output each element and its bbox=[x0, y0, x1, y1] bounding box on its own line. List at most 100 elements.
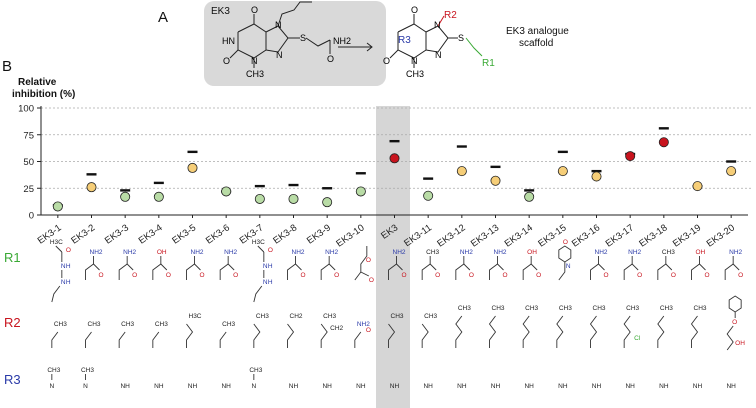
bond bbox=[691, 263, 706, 280]
bond bbox=[726, 325, 734, 351]
point-EK3-10 bbox=[355, 186, 366, 197]
atom-label: NH bbox=[524, 383, 534, 390]
scaffold-caption-line2: scaffold bbox=[519, 38, 553, 49]
atom-label: CH3 bbox=[54, 321, 67, 328]
atom-label: CH3 bbox=[458, 305, 471, 312]
r1-substituent: OHO bbox=[152, 249, 171, 280]
r3-row-label: R3 bbox=[4, 372, 21, 387]
bond bbox=[360, 271, 370, 277]
atom-label: OH bbox=[735, 340, 745, 347]
point-EK3-15 bbox=[557, 166, 568, 177]
scaffold-structure bbox=[389, 14, 458, 68]
bond bbox=[118, 263, 134, 280]
scaffold-s: S bbox=[458, 33, 464, 43]
ek3-n7: N bbox=[275, 20, 282, 30]
bond bbox=[354, 331, 362, 348]
bond bbox=[488, 315, 497, 348]
atom-label: NH bbox=[154, 383, 164, 390]
scaffold-o-bottom: O bbox=[383, 56, 390, 66]
x-tick-label-EK3-10: EK3-10 bbox=[334, 222, 366, 249]
point-EK3-20 bbox=[726, 166, 737, 177]
bond bbox=[152, 331, 160, 348]
bond bbox=[186, 263, 201, 280]
atom-label: O bbox=[268, 247, 273, 254]
atom-label: NH bbox=[120, 383, 130, 390]
bond bbox=[421, 263, 437, 280]
scaffold-n7: N bbox=[434, 20, 441, 30]
r3-substituent: NH bbox=[356, 383, 366, 390]
atom-label: NH2 bbox=[191, 249, 204, 256]
r2-substituent: CH3 bbox=[118, 321, 135, 348]
r2-substituent: CH2 bbox=[287, 313, 303, 348]
atom-label: CH3 bbox=[391, 313, 404, 320]
atom-label: NH bbox=[457, 383, 467, 390]
bond bbox=[589, 315, 598, 348]
point-EK3-16 bbox=[591, 171, 602, 182]
atom-label: CH3 bbox=[626, 305, 639, 312]
atom-label: NH2 bbox=[393, 249, 406, 256]
r3-substituent: NH bbox=[693, 383, 703, 390]
point-EK3-19 bbox=[692, 181, 703, 192]
bond bbox=[219, 331, 227, 348]
atom-label: NH bbox=[625, 383, 635, 390]
atom-label: NH2 bbox=[90, 249, 103, 256]
atom-label: H bbox=[66, 263, 71, 270]
atom-label: CH3 bbox=[47, 367, 60, 374]
ek3-ch3: CH3 bbox=[246, 69, 264, 79]
atom-label: CH3 bbox=[155, 321, 168, 328]
r2-substituent: CH3 bbox=[85, 321, 101, 348]
atom-label: O bbox=[563, 239, 568, 246]
scaffold-n9: N bbox=[435, 50, 442, 60]
atom-label: H3C bbox=[189, 313, 202, 320]
atom-label: NH2 bbox=[325, 249, 338, 256]
r3-substituent: NH bbox=[592, 383, 602, 390]
point-EK3-13 bbox=[490, 175, 501, 186]
panel-a-label: A bbox=[158, 9, 168, 26]
point-EK3-6 bbox=[221, 186, 232, 197]
atom-label: O bbox=[637, 272, 642, 279]
atom-label: CH3 bbox=[593, 305, 606, 312]
atom-label: NH bbox=[558, 383, 568, 390]
r2-substituent: CH3 bbox=[253, 313, 269, 348]
atom-label: CH2 bbox=[290, 313, 303, 320]
r2-row-label: R2 bbox=[4, 315, 21, 330]
r3-substituent: NH bbox=[457, 383, 467, 390]
atom-label: O bbox=[200, 272, 205, 279]
atom-label: CH3 bbox=[525, 305, 538, 312]
bond bbox=[219, 263, 235, 280]
atom-label: NH2 bbox=[460, 249, 473, 256]
atom-label: N bbox=[49, 383, 54, 390]
bond bbox=[522, 315, 530, 348]
bond bbox=[118, 331, 126, 348]
bond bbox=[55, 245, 63, 253]
atom-label: N bbox=[61, 279, 66, 286]
ek3-n1: N bbox=[251, 56, 258, 66]
r3-substituent: NH bbox=[322, 383, 332, 390]
atom-label: NH2 bbox=[729, 249, 742, 256]
atom-label: NH2 bbox=[224, 249, 237, 256]
atom-label: O bbox=[469, 272, 474, 279]
r3-substituent: NH bbox=[423, 383, 433, 390]
atom-label: O bbox=[166, 272, 171, 279]
phenyl-ring bbox=[728, 295, 742, 313]
atom-label: NH bbox=[659, 383, 669, 390]
atom-label: NH2 bbox=[357, 321, 370, 328]
atom-label: N bbox=[566, 263, 571, 270]
r1-substituent: OO bbox=[354, 246, 374, 284]
atom-label: NH bbox=[491, 383, 501, 390]
bond bbox=[455, 315, 463, 348]
atom-label: O bbox=[366, 257, 371, 264]
